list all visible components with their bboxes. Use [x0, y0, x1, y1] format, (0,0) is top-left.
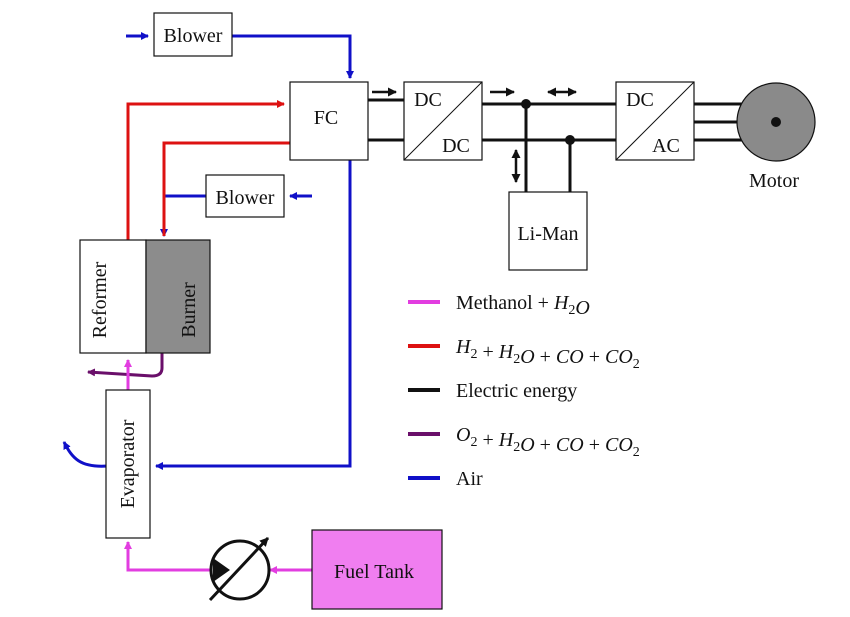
legend-label-electric: Electric energy [456, 380, 577, 402]
burner [145, 239, 211, 354]
motor: Motor [736, 82, 816, 192]
legend: Methanol + H2O H2 + H2O + CO + CO2 Elect… [408, 292, 640, 490]
air-blower-to-burner [160, 194, 206, 237]
legend-label-hydrogen: H2 + H2O + CO + CO2 [455, 336, 640, 372]
fuel-pump [208, 536, 271, 602]
dcdc-in-label: DC [414, 89, 442, 111]
fuel-tank: Fuel Tank [311, 529, 443, 610]
li-man-battery: Li-Man [508, 191, 588, 271]
dcdc-converter: DC DC [403, 81, 483, 161]
burner-label: Burner [178, 282, 200, 338]
li-man-label: Li-Man [517, 223, 578, 245]
legend-label-air: Air [456, 468, 483, 490]
evaporator-label: Evaporator [117, 419, 139, 508]
power-flow-arrows [372, 87, 577, 183]
dcac-in-label: DC [626, 89, 654, 111]
methanol-pump-to-evaporator [124, 541, 210, 572]
fuel-tank-label: Fuel Tank [334, 561, 414, 583]
evaporator: Evaporator [105, 389, 151, 539]
reformer-burner: Reformer Burner [79, 239, 211, 354]
burner-exhaust [87, 352, 164, 378]
reformer [79, 239, 147, 354]
h2-fc-to-burner [162, 141, 290, 236]
blower-mid: Blower [205, 174, 285, 218]
electric-lines [368, 98, 744, 192]
dcac-inverter: DC AC [615, 81, 695, 161]
fuel-cell: FC [289, 81, 369, 161]
dcac-out-label: AC [652, 135, 680, 157]
air-blower-to-fc [232, 34, 354, 79]
air-fc-to-evaporator [155, 160, 352, 470]
reformer-label: Reformer [89, 261, 111, 338]
air-evaporator-exhaust [62, 441, 109, 468]
bus-junction-top [521, 99, 531, 109]
blower-top: Blower [153, 12, 233, 57]
h2-reformer-to-fc [126, 100, 285, 240]
fc-label: FC [314, 107, 338, 129]
dcdc-out-label: DC [442, 135, 470, 157]
legend-label-methanol: Methanol + H2O [456, 292, 590, 319]
motor-label: Motor [749, 170, 799, 192]
bus-junction-bottom [565, 135, 575, 145]
methanol-lines [124, 359, 312, 574]
legend-label-exhaust: O2 + H2O + CO + CO2 [456, 424, 640, 460]
blower-mid-label: Blower [216, 187, 275, 209]
blower-top-label: Blower [164, 25, 223, 47]
